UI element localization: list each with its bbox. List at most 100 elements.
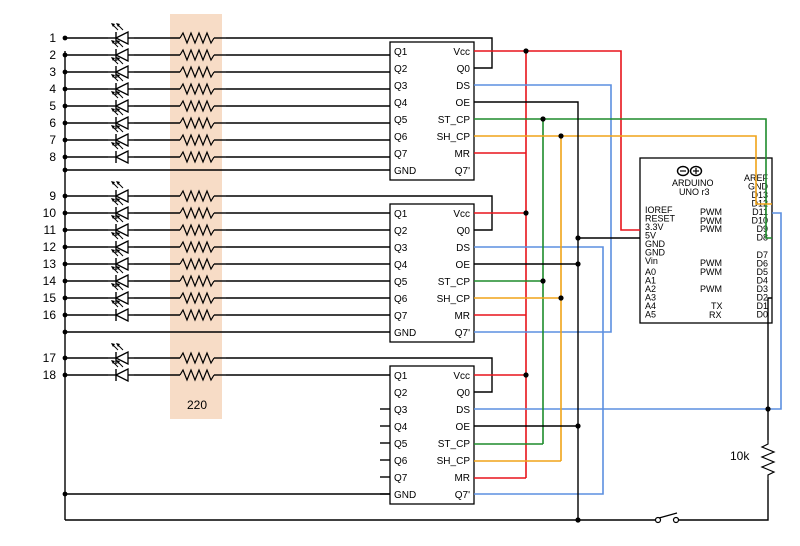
led-icon: [108, 57, 134, 80]
led-icon: [108, 125, 134, 148]
led-icon: [108, 108, 134, 131]
resistor-icon: [179, 206, 215, 220]
arduino-pin-label: RESET: [645, 214, 676, 224]
chip-pin-label: Q0: [457, 388, 471, 399]
arduino-pin-label: 3.3V: [645, 222, 664, 232]
arduino-model: UNO r3: [679, 187, 710, 197]
chip-pin-label: Q5: [394, 277, 408, 288]
led-row: 11: [44, 215, 226, 238]
row-number: 8: [49, 150, 56, 164]
chip-pin-label: Q3: [394, 243, 408, 254]
chip-pin-label: Q6: [394, 294, 408, 305]
shift-register-chip: Q1Q2Q3Q4Q5Q6Q7GNDVccQ0DSOEST_CPSH_CPMRQ7…: [389, 365, 475, 505]
chip-pin-label: Q3: [394, 405, 408, 416]
arduino-pin-label: D11: [752, 207, 768, 217]
led-chip-wires: [62, 37, 493, 520]
led-icon: [108, 181, 134, 204]
led-row: 15: [43, 283, 226, 306]
chip-pin-label: Q6: [394, 456, 408, 467]
arduino-pwm-label: PWM: [700, 224, 722, 234]
led-icon: [108, 23, 134, 46]
arduino-pin-label: 5V: [645, 231, 656, 241]
chip-pin-label: Q7: [394, 149, 408, 160]
chip-pin-label: Q5: [394, 115, 408, 126]
row-number: 2: [49, 48, 56, 62]
resistor-icon: [179, 274, 215, 288]
arduino-pin-label: D8: [756, 233, 768, 243]
resistor-icon: [179, 116, 215, 130]
row-number: 5: [49, 99, 56, 113]
led-row: 13: [43, 249, 226, 272]
led-icon: [108, 198, 134, 221]
arduino-pwm-label: PWM: [700, 284, 722, 294]
arduino-pwm-label: PWM: [700, 267, 722, 277]
row-number: 13: [43, 257, 57, 271]
arduino-pin-label: D1: [756, 301, 768, 311]
ground-wires: [65, 48, 772, 523]
arduino-pwm-label: PWM: [700, 207, 722, 217]
led-row: 7: [49, 125, 226, 148]
chip-pin-label: Q1: [394, 371, 408, 382]
shift-register-chip: Q1Q2Q3Q4Q5Q6Q7GNDVccQ0DSOEST_CPSH_CPMRQ7…: [389, 41, 475, 181]
chip-pin-label: GND: [394, 166, 416, 177]
chip-pin-label: ST_CP: [438, 277, 471, 288]
led-row: 4: [49, 74, 226, 97]
arduino-name: ARDUINO: [672, 178, 714, 188]
chip-pin-label: SH_CP: [437, 456, 471, 467]
arduino-pwm-label: PWM: [700, 216, 722, 226]
led-icon: [108, 249, 134, 272]
chip-pin-label: Q6: [394, 132, 408, 143]
row-number: 14: [43, 274, 57, 288]
chip-pin-label: OE: [456, 422, 471, 433]
chip-pin-label: Q4: [394, 422, 408, 433]
arduino-pin-label: A0: [645, 267, 656, 277]
led-icon: [108, 142, 134, 165]
resistor-icon: [179, 99, 215, 113]
arduino-pin-label: A4: [645, 301, 656, 311]
chip-pin-label: Q0: [457, 226, 471, 237]
led-row: 1: [49, 23, 226, 46]
arduino-tx-label: TX: [711, 301, 723, 311]
chip-pin-label: Vcc: [453, 209, 470, 220]
chip-pin-label: Q5: [394, 439, 408, 450]
led-row: 5: [49, 91, 226, 114]
chip-pin-label: Vcc: [453, 47, 470, 58]
shift-register-chip: Q1Q2Q3Q4Q5Q6Q7GNDVccQ0DSOEST_CPSH_CPMRQ7…: [389, 203, 475, 343]
arduino-uno: ARDUINO UNO r3 IOREFRESET3.3V5VGNDGNDVin…: [639, 157, 773, 324]
arduino-pin-label: IOREF: [645, 205, 673, 215]
chip-pin-label: Q4: [394, 98, 408, 109]
resistor-icon: [179, 150, 215, 164]
led-icon: [108, 300, 134, 323]
resistor-icon: [179, 240, 215, 254]
pulldown-value-label: 10k: [730, 449, 750, 463]
arduino-pin-label: D10: [751, 216, 768, 226]
arduino-pin-label: D9: [756, 224, 768, 234]
chip-pin-label: Q2: [394, 226, 408, 237]
row-number: 10: [43, 206, 57, 220]
arduino-pin-label: D6: [756, 259, 768, 269]
chip-pin-label: Q1: [394, 47, 408, 58]
arduino-pwm-label: PWM: [700, 258, 722, 268]
led-row: 12: [43, 232, 226, 255]
led-icon: [108, 91, 134, 114]
resistor-icon: [179, 291, 215, 305]
arduino-pin-label: GND: [645, 239, 666, 249]
arduino-pin-label: D4: [756, 276, 768, 286]
led-icon: [108, 283, 134, 306]
led-icon: [108, 40, 134, 63]
led-row: 18: [43, 360, 226, 383]
resistor-icon: [179, 308, 215, 322]
row-number: 15: [43, 291, 57, 305]
arduino-rx-label: RX: [709, 310, 722, 320]
resistor-value-label: 220: [187, 398, 207, 412]
chip-pin-label: OE: [456, 98, 471, 109]
chip-pin-label: GND: [394, 490, 416, 501]
arduino-pin-label: A5: [645, 310, 656, 320]
led-row: 8: [49, 142, 226, 165]
chip-pin-label: DS: [456, 405, 470, 416]
chip-pin-label: Q4: [394, 260, 408, 271]
chip-pin-label: SH_CP: [437, 294, 471, 305]
row-number: 1: [49, 31, 56, 45]
arduino-pin-label: Vin: [645, 256, 658, 266]
